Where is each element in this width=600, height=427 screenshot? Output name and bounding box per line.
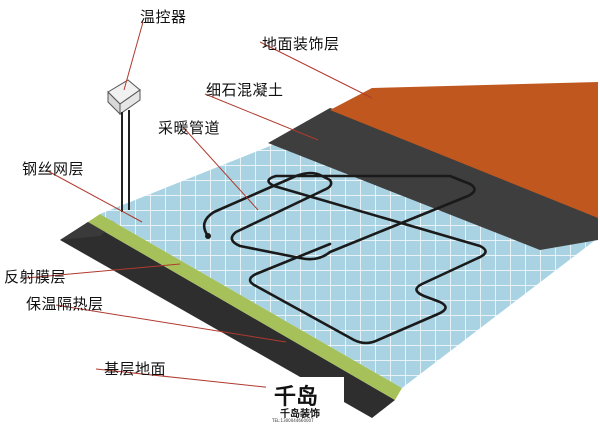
pipe-end bbox=[205, 233, 211, 239]
thermostat-icon bbox=[107, 79, 141, 212]
base-floor-layer bbox=[60, 222, 395, 418]
label-reflective-film: 反射膜层 bbox=[4, 268, 67, 286]
label-steel-mesh: 钢丝网层 bbox=[22, 160, 85, 178]
leader-lines bbox=[25, 21, 373, 395]
logo-name: 千岛装饰 bbox=[280, 409, 320, 420]
fine-concrete-layer bbox=[268, 108, 598, 250]
label-floor-finish: 地面装饰层 bbox=[262, 35, 340, 53]
heating-pipe bbox=[202, 171, 487, 345]
reflective-film-layer bbox=[88, 214, 402, 400]
label-fine-concrete: 细石混凝土 bbox=[206, 81, 284, 99]
label-insulation: 保温隔热层 bbox=[26, 295, 104, 313]
label-heating-pipe: 采暖管道 bbox=[158, 119, 221, 137]
logo-phone: TEL:1300044660007 bbox=[272, 418, 314, 423]
watermark-logo: 千岛 千岛装饰 TEL:1300044660007 bbox=[266, 377, 344, 425]
label-base-floor: 基层地面 bbox=[104, 360, 167, 378]
logo-mark: 千岛 bbox=[274, 384, 319, 410]
label-thermostat: 温控器 bbox=[140, 8, 187, 26]
floor-finish-layer bbox=[330, 82, 598, 218]
